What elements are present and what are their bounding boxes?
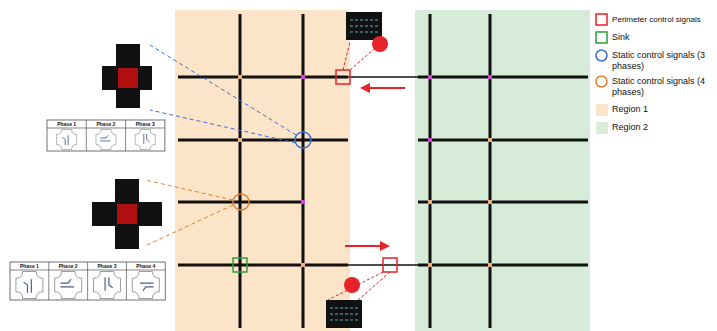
legend-swatch (596, 122, 608, 134)
phase-label: Phase 2 (49, 262, 88, 270)
road-grid (178, 14, 588, 328)
intersection-dots (238, 75, 492, 267)
flow-arrow (362, 87, 405, 89)
phase-label: Phase 1 (47, 120, 86, 128)
static-signal-4 (233, 194, 249, 210)
region-1-band (175, 10, 350, 331)
phase-label: Phase 3 (126, 120, 165, 128)
legend-symbol (596, 50, 607, 61)
perimeter-signal (336, 70, 350, 84)
phase-label: Phase 1 (10, 262, 49, 270)
legend-text: Sink (612, 32, 712, 43)
perimeter-icon (326, 277, 362, 328)
legend-symbol (596, 32, 607, 43)
perimeter-signal (383, 258, 397, 272)
perimeter-icon (346, 12, 388, 52)
phase-label: Phase 3 (88, 262, 127, 270)
legend-symbol (596, 14, 607, 25)
legend-symbol (596, 76, 607, 87)
region-2-band (415, 10, 590, 331)
phase-table (10, 120, 165, 300)
static-signal-3 (295, 132, 311, 148)
legend-swatch (596, 104, 608, 116)
intersection-icon (102, 44, 152, 108)
phase-label: Phase 4 (126, 262, 165, 270)
legend-text: Perimeter control signals (612, 14, 717, 25)
sink-marker (233, 258, 247, 272)
legend-text: Region 1 (612, 104, 708, 115)
legend-text: Region 2 (612, 122, 708, 133)
intersection-icon (92, 179, 162, 249)
phase-label: Phase 2 (86, 120, 125, 128)
legend-text: Static control signals (3 phases) (612, 50, 708, 72)
legend-text: Static control signals (4 phases) (612, 76, 708, 98)
flow-arrow (345, 245, 388, 247)
